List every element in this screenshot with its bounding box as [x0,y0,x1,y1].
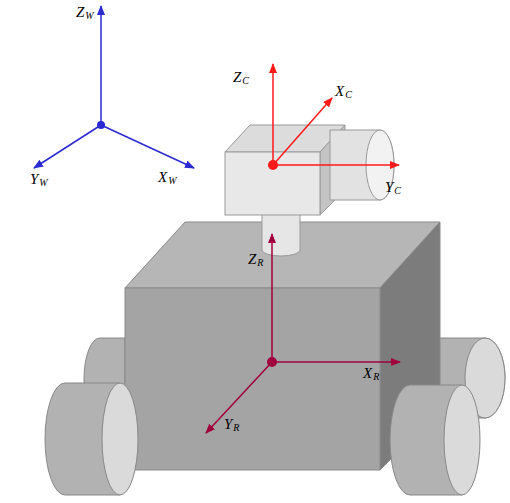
camera-frame [268,64,399,170]
camera-y-label: YC [385,180,401,196]
world-x-label: XW [158,170,177,186]
robot-x-label: XR [363,366,379,382]
world-frame [34,6,194,168]
world-z-label: ZW [76,5,94,21]
camera-x-label: XC [335,84,352,100]
robot-frame [206,234,400,433]
robot-y-label: YR [224,417,239,433]
robot-z-label: ZR [248,252,263,268]
wheels-front [45,383,480,495]
camera-z-label: ZC [233,70,249,86]
world-y-label: YW [30,172,48,188]
camera-body [225,125,394,215]
